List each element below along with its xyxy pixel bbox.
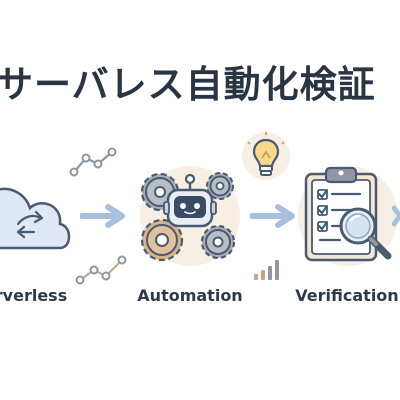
page-title: サーバレス自動化検証 xyxy=(0,63,376,106)
light-bulb-icon xyxy=(242,132,290,180)
bar-chart-icon xyxy=(254,260,279,280)
robot-gears-icon xyxy=(140,166,240,266)
trend-line-icon xyxy=(69,147,117,177)
cloud-sync-icon xyxy=(0,187,71,250)
arrow-right-icon xyxy=(80,204,125,228)
arrow-right-icon xyxy=(250,204,295,228)
arrow-right-icon xyxy=(392,206,400,226)
trend-line-icon xyxy=(75,255,127,285)
step-label-automation: Automation xyxy=(137,286,243,305)
step-label-serverless: rverless xyxy=(0,286,68,305)
step-label-verification: Verification xyxy=(295,286,399,305)
clipboard-magnifier-icon xyxy=(298,166,398,266)
